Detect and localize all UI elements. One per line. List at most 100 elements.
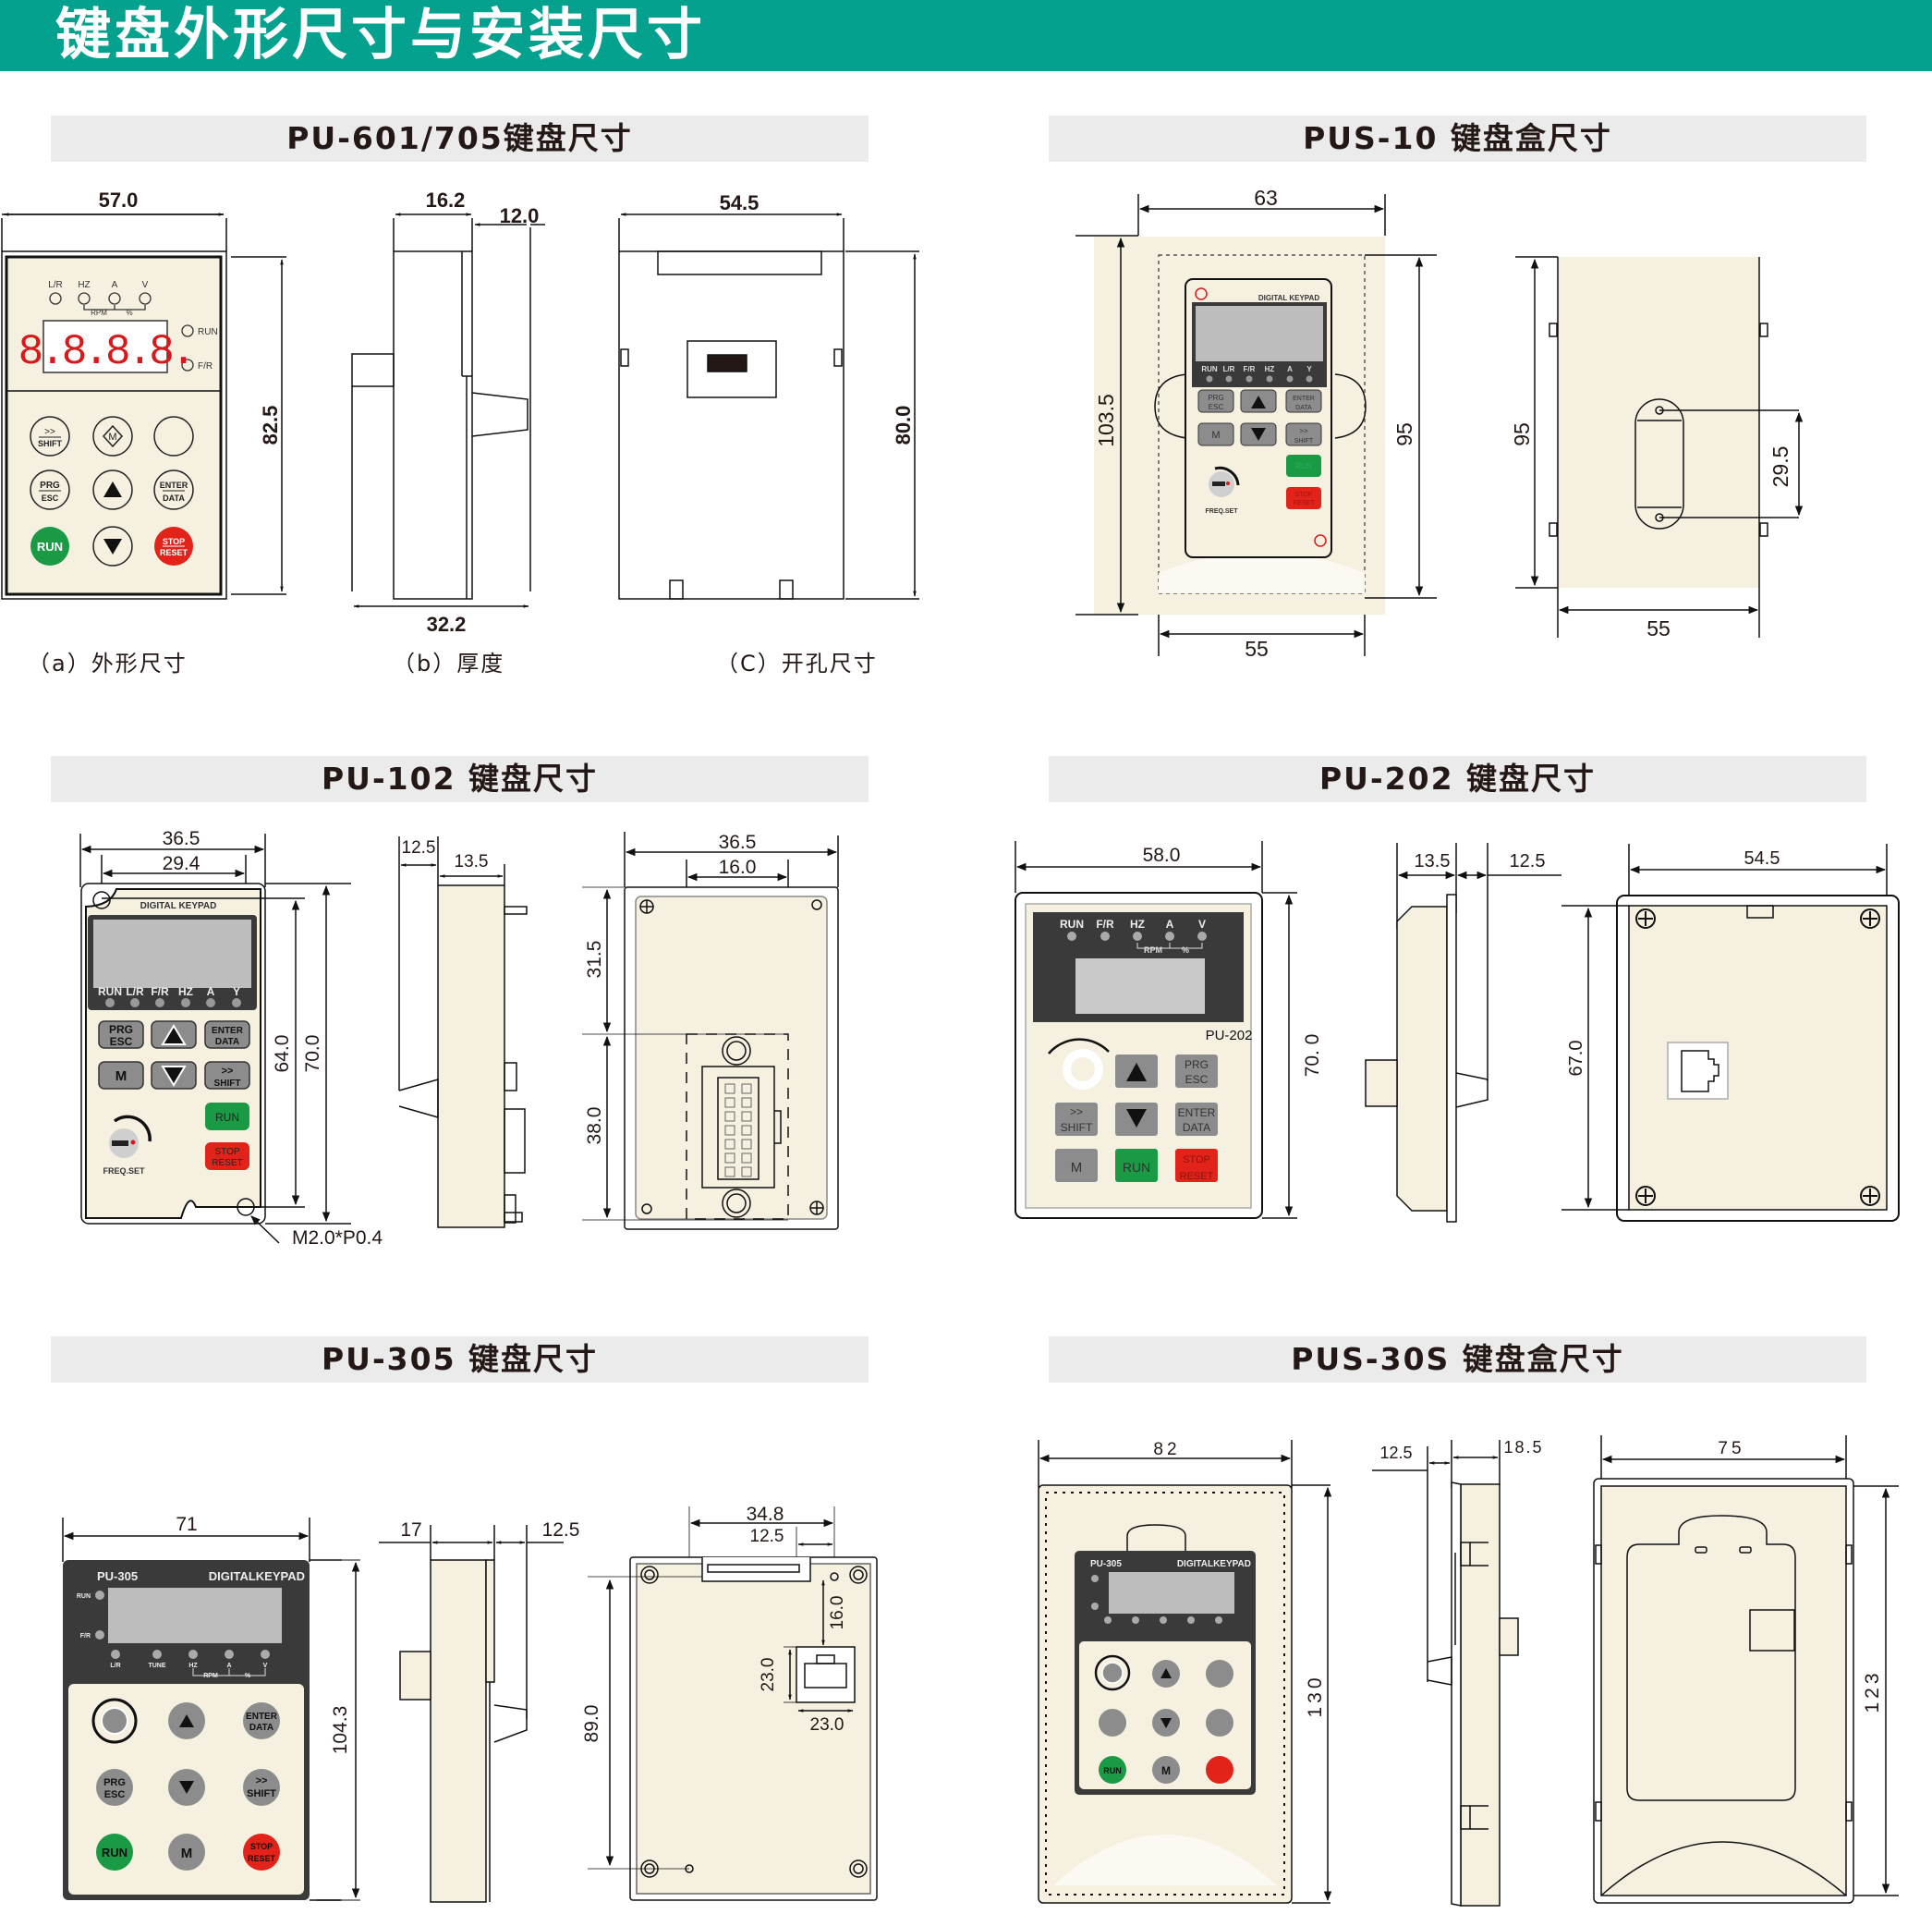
- pu305-shift-key: [243, 1769, 280, 1806]
- down-arrow-icon: [1126, 1109, 1147, 1128]
- pu305-key-data: DATA: [249, 1723, 273, 1733]
- pu601-prg-bottom: ESC: [42, 494, 59, 503]
- pu202-key-stop: STOP: [1183, 1154, 1210, 1165]
- pus10-back-view: [1515, 256, 1804, 638]
- pu202-keys[interactable]: [1055, 1055, 1218, 1182]
- dim-pus10-back-height: 95: [1510, 422, 1534, 446]
- pu601-shift-top: >>: [44, 427, 55, 437]
- pus30s-brand: DIGITALKEYPAD: [1177, 1559, 1251, 1569]
- section-header-pu102: PU-102 键盘尺寸: [51, 756, 869, 802]
- pu601-cutout-view: [618, 213, 919, 600]
- pus10-ind-hz: HZ: [1265, 365, 1275, 373]
- dim-pus10-inner-height: 95: [1392, 422, 1416, 446]
- pu102-key-m: M: [115, 1068, 128, 1084]
- pu601-mode-diamond-icon: [102, 424, 124, 448]
- pus30s-shift-key: [1206, 1709, 1233, 1737]
- pu601-blank-key: [153, 416, 194, 457]
- pu102-key-shift-top: >>: [222, 1066, 234, 1077]
- pu102-keys[interactable]: [98, 1020, 250, 1170]
- pu202-ind-rpm: RPM: [1144, 945, 1162, 955]
- pu102-knob-arc: [113, 1115, 152, 1142]
- pu305-key-shift-top: >>: [256, 1775, 268, 1786]
- pu305-led-bracket: [192, 1668, 266, 1676]
- pu202-leds: [1067, 932, 1207, 941]
- pu202-key-enter: ENTER: [1178, 1106, 1216, 1119]
- pu102-key-enter: ENTER: [212, 1026, 244, 1036]
- pus10-front-dims: [1075, 235, 1437, 656]
- pu102-m-key: [98, 1061, 144, 1090]
- down-arrow-icon: [1160, 1718, 1172, 1728]
- pu601-ind-v: V: [142, 280, 149, 290]
- down-arrow-icon: [179, 1781, 194, 1794]
- dim-pu102-outer-height: 70.0: [302, 1035, 323, 1073]
- pu601-prg-key: [30, 469, 70, 510]
- pu102-knob-indicator: [112, 1140, 128, 1146]
- dim-pu102-outer-width: 36.5: [163, 828, 200, 849]
- dim-pus10-back-width: 55: [1646, 616, 1671, 640]
- pu102-ind-fr: F/R: [151, 985, 169, 998]
- pus10-brand: DIGITAL KEYPAD: [1258, 294, 1319, 302]
- dim-pu305-port-h: 23.0: [759, 1658, 778, 1692]
- pu102-key-stop: STOP: [214, 1147, 239, 1157]
- dim-pu102-hole-height: 64.0: [272, 1035, 293, 1073]
- dim-pu601-height: 82.5: [259, 406, 282, 445]
- pu305-prg-key: [96, 1769, 133, 1806]
- dim-pu305-width: 71: [176, 1514, 197, 1535]
- pu102-key-shift: SHIFT: [214, 1079, 241, 1089]
- up-arrow-icon: [179, 1714, 194, 1727]
- section-title-pu305: PU-305 键盘尺寸: [321, 1341, 599, 1377]
- dim-pu601-depth-body: 16.2: [426, 189, 466, 212]
- pu601-keys[interactable]: [30, 416, 194, 567]
- caption-b: （b）厚度: [393, 651, 505, 677]
- dim-pus10-outer-width: 63: [1254, 186, 1278, 210]
- pu601-stop-bottom: RESET: [160, 548, 188, 557]
- pu102-key-data: DATA: [215, 1037, 239, 1047]
- pu202-key-m: M: [1071, 1160, 1083, 1176]
- section-title-pus30s: PUS-30S 键盘盒尺寸: [1291, 1341, 1624, 1377]
- up-arrow-icon: [161, 1024, 187, 1045]
- dim-pu102-screw: M2.0*P0.4: [292, 1227, 383, 1249]
- pus30s-keys[interactable]: [1099, 1660, 1233, 1784]
- pu305-key-enter: ENTER: [246, 1712, 278, 1722]
- pu202-stop-key: [1175, 1149, 1218, 1182]
- section-title-pu102: PU-102 键盘尺寸: [321, 761, 599, 797]
- pu305-ind-tune: TUNE: [148, 1663, 165, 1669]
- pus30s-enter-key: [1206, 1660, 1233, 1688]
- pu601-enter-bottom: DATA: [163, 494, 185, 503]
- pus10-key-data: DATA: [1295, 405, 1312, 411]
- pu305-leds: [95, 1591, 270, 1659]
- pu601-run-label: RUN: [37, 540, 63, 554]
- section-header-pus30s: PUS-30S 键盘盒尺寸: [1049, 1336, 1866, 1383]
- pu102-ind-lr: L/R: [126, 985, 144, 998]
- pu305-key-reset: RESET: [248, 1854, 276, 1863]
- pu102-screw-hole-icon: [92, 891, 111, 909]
- pus10-key-prg: PRG: [1208, 394, 1223, 402]
- dim-pu305-port-w: 23.0: [810, 1715, 844, 1735]
- pu202-key-data: DATA: [1183, 1121, 1210, 1134]
- dim-pu305-side-front: 12.5: [542, 1519, 580, 1541]
- pu202-ind-run: RUN: [1060, 918, 1084, 931]
- pu305-ind-a: A: [226, 1663, 231, 1669]
- pu202-knob-center: [1071, 1057, 1095, 1081]
- pu202-model: PU-202: [1206, 1028, 1253, 1043]
- down-arrow-icon: [161, 1066, 187, 1087]
- dim-pu601-depth-front: 12.0: [500, 204, 540, 227]
- pu305-key-run: RUN: [102, 1846, 128, 1859]
- pus30s-model: PU-305: [1090, 1559, 1122, 1569]
- dim-pu102-side-front: 12.5: [402, 838, 436, 858]
- dim-pu305-side-body: 17: [400, 1519, 421, 1541]
- pu305-keys[interactable]: [96, 1702, 280, 1871]
- pus10-key-reset: RESET: [1293, 500, 1315, 506]
- pu305-ind-pct: %: [245, 1673, 251, 1679]
- pu102-connector-pins: [724, 1083, 752, 1177]
- dim-pu102-upper: 31.5: [584, 941, 605, 979]
- pus10-key-run: RUN: [1295, 462, 1312, 470]
- section-header-pus10: PUS-10 键盘盒尺寸: [1049, 116, 1866, 162]
- pus10-ind-fr: F/R: [1244, 365, 1256, 373]
- section-title-pus10: PUS-10 键盘盒尺寸: [1303, 120, 1612, 156]
- dim-pus10-outer-height: 103.5: [1094, 394, 1118, 447]
- pus10-key-shift: SHIFT: [1294, 438, 1314, 445]
- pu305-brand: DIGITALKEYPAD: [209, 1569, 305, 1583]
- pu202-key-run: RUN: [1123, 1160, 1150, 1175]
